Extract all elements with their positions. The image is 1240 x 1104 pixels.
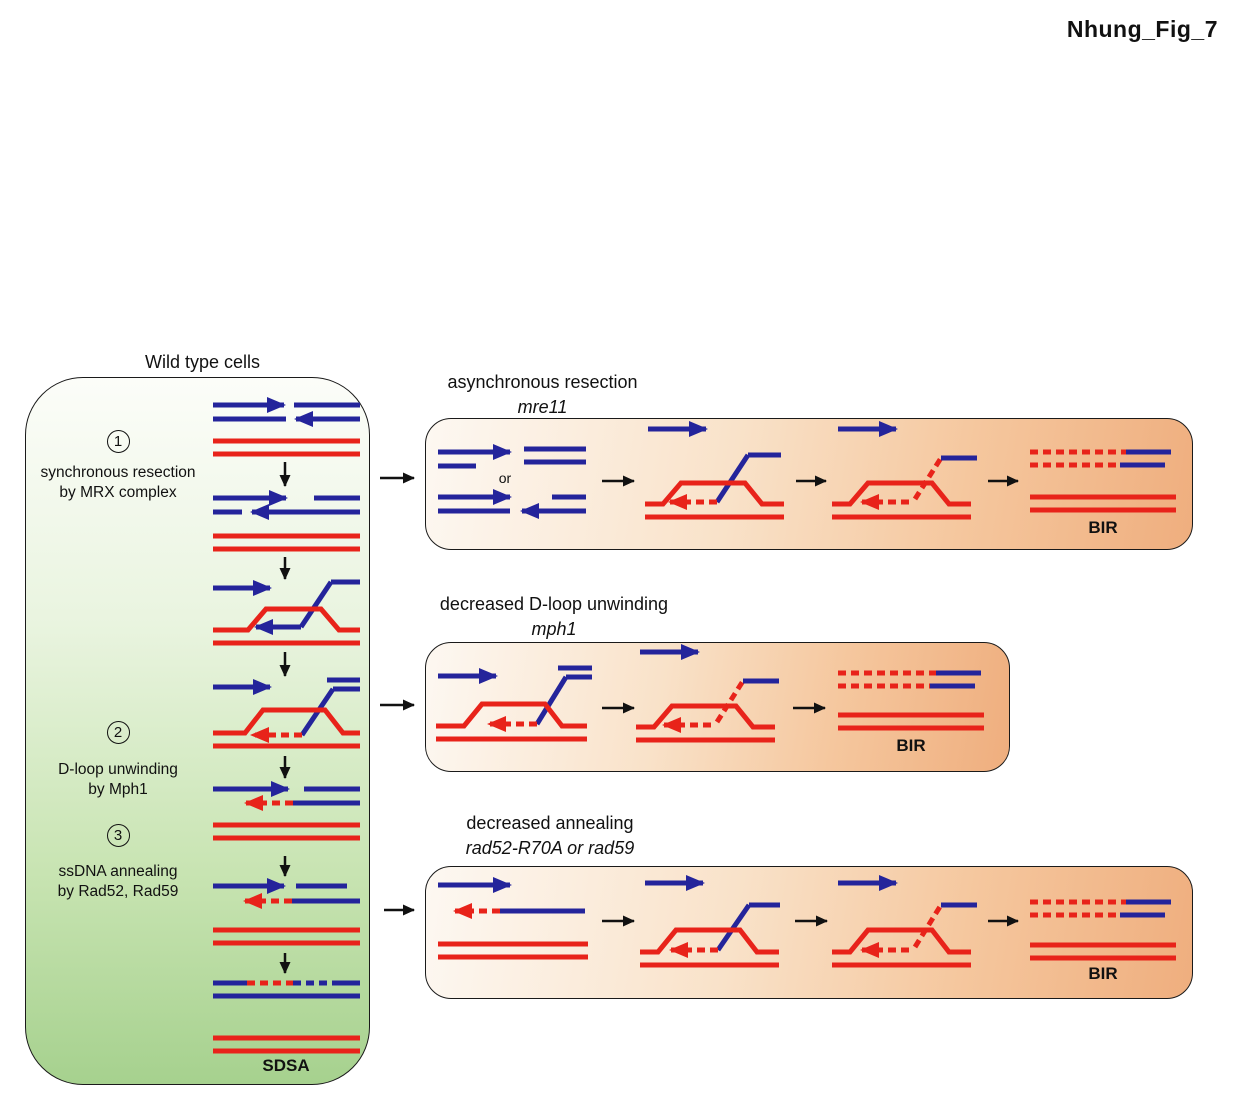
step-2-number: 2: [22, 721, 214, 744]
step-3-label-line2: by Rad52, Rad59: [57, 883, 179, 900]
step-1-number: 1: [22, 430, 214, 453]
step-3-number: 3: [22, 824, 214, 847]
step-2-label-line1: D-loop unwinding: [58, 761, 178, 778]
rad52-gene-name: rad52-R70A or rad59: [465, 838, 635, 858]
step-2-label-line2: by Mph1: [88, 781, 148, 798]
rad52-title-text: decreased annealing: [466, 813, 634, 833]
step-1-label-line1: synchronous resection: [40, 464, 196, 481]
step-3-label-line1: ssDNA annealing: [58, 863, 178, 880]
bir-outcome-label-rad52: BIR: [1088, 964, 1118, 983]
step-3-circle: 3: [106, 824, 130, 847]
step-1-label-line2: by MRX complex: [59, 484, 177, 501]
bir-outcome-label-mre11: BIR: [1088, 518, 1118, 537]
sdsa-outcome-label: SDSA: [262, 1056, 310, 1075]
step-2-circle: 2: [106, 721, 130, 744]
figure-label: Nhung_Fig_7: [1066, 16, 1218, 42]
step-3-label: ssDNA annealing by Rad52, Rad59: [22, 862, 214, 902]
bir-outcome-label-mph1: BIR: [896, 736, 926, 755]
mre11-panel-title: asynchronous resection mre11: [430, 370, 655, 420]
mre11-title-text: asynchronous resection: [447, 372, 638, 392]
wild-type-title: Wild type cells: [144, 352, 261, 372]
or-label: or: [498, 470, 512, 486]
rad52-panel-title: decreased annealing rad52-R70A or rad59: [430, 811, 670, 861]
rad52-panel: [425, 866, 1193, 999]
step-1-label: synchronous resection by MRX complex: [22, 463, 214, 503]
step-2-label: D-loop unwinding by Mph1: [22, 760, 214, 800]
step-1-circle: 1: [106, 430, 130, 453]
mre11-gene-name: mre11: [517, 397, 568, 417]
mph1-panel-title: decreased D-loop unwinding mph1: [434, 592, 674, 642]
mph1-title-text: decreased D-loop unwinding: [439, 594, 669, 614]
mre11-panel: [425, 418, 1193, 550]
mph1-gene-name: mph1: [531, 619, 577, 639]
